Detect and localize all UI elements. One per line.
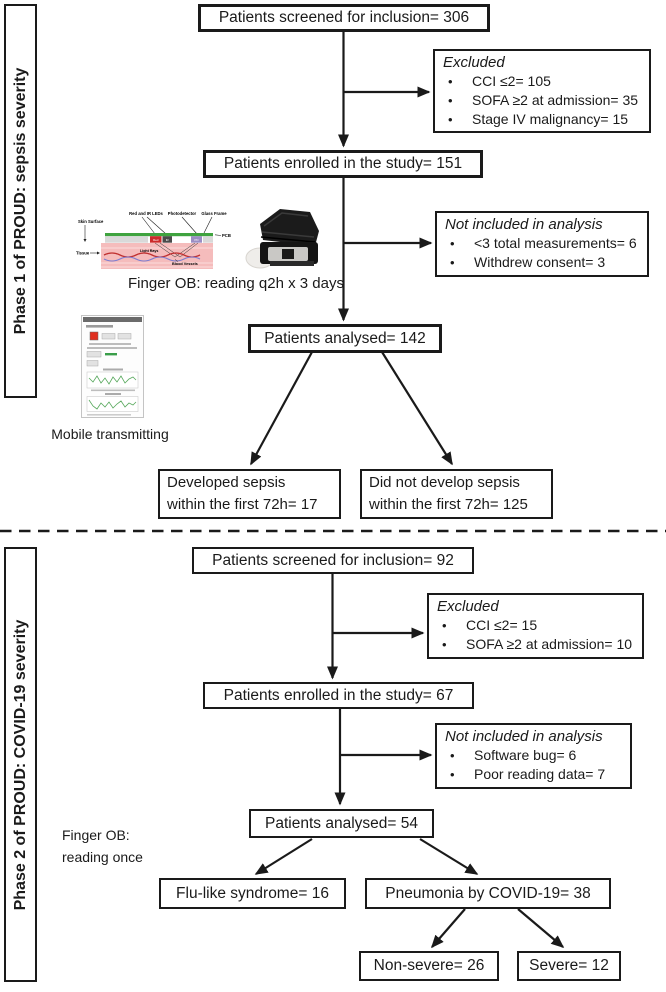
p2-severe-box: Severe= 12 (517, 951, 621, 981)
red-led-chip (150, 236, 162, 243)
p2-finger-caption: Finger OB: reading once (62, 824, 143, 868)
p2-not-included-box: Not included in analysis Software bug= 6… (435, 723, 632, 789)
app-status-green (105, 353, 117, 356)
p2-screened-box: Patients screened for inclusion= 92 (192, 547, 474, 574)
label-tissue: Tissue (76, 251, 90, 256)
p1-not-included-list: <3 total measurements= 6 Withdrew consen… (445, 234, 641, 272)
p1-excluded-item: CCI ≤2= 105 (443, 72, 643, 91)
p2-not-included-item: Poor reading data= 7 (445, 765, 624, 784)
p1-outcome-no-sepsis-box: Did not develop sepsis within the first … (360, 469, 553, 519)
p2-excluded-item: SOFA ≥2 at admission= 10 (437, 635, 636, 654)
device-sensor-window (282, 249, 294, 259)
mobile-app-screenshot (81, 315, 144, 418)
p2-excluded-box: Excluded CCI ≤2= 15 SOFA ≥2 at admission… (427, 593, 644, 659)
p2-excluded-item: CCI ≤2= 15 (437, 616, 636, 635)
p1-mobile-caption: Mobile transmitting (51, 426, 169, 442)
p1-excluded-item: SOFA ≥2 at admission= 35 (443, 91, 643, 110)
finger-sensor-schematic: Red and IR LEDs Photodetector Glass Fram… (76, 211, 231, 269)
p1-outcome-sepsis-line1: Developed sepsis (167, 474, 286, 491)
phase1-side-label: Phase 1 of PROUD: sepsis severity (11, 67, 29, 335)
p1-outcome-sepsis-box: Developed sepsis within the first 72h= 1… (158, 469, 341, 519)
p2-excluded-list: CCI ≤2= 15 SOFA ≥2 at admission= 10 (437, 616, 636, 654)
device-foot (270, 261, 314, 266)
p1-excluded-item: Stage IV malignancy= 15 (443, 110, 643, 129)
photodetector-chip (191, 236, 202, 243)
arrow-p2-to-pneumonia (419, 838, 479, 875)
p2-not-included-list: Software bug= 6 Poor reading data= 7 (445, 746, 624, 784)
arrow-p1-to-no-sepsis (381, 351, 453, 466)
label-skin-surface: Skin Surface (78, 219, 104, 224)
ir-led-chip (162, 236, 172, 243)
p2-enrolled-box: Patients enrolled in the study= 67 (203, 682, 474, 709)
finger-oximeter-device-photo (245, 209, 319, 269)
arrow-p2-to-flu (254, 838, 313, 875)
p2-pneumonia-box: Pneumonia by COVID-19= 38 (365, 878, 611, 909)
blood-vessel-red (103, 252, 201, 258)
p1-outcome-sepsis-line2: within the first 72h= 17 (167, 496, 318, 513)
p1-not-included-box: Not included in analysis <3 total measur… (435, 211, 649, 277)
arrow-p2-to-severe (517, 908, 565, 948)
ir-chip-label: IR (166, 238, 170, 242)
p2-analysed-box: Patients analysed= 54 (249, 809, 434, 838)
glass-frame-right (203, 236, 213, 243)
p1-excluded-box: Excluded CCI ≤2= 105 SOFA ≥2 at admissio… (433, 49, 651, 133)
p1-not-included-item: <3 total measurements= 6 (445, 234, 641, 253)
pcb-bar (105, 233, 213, 237)
label-glass-frame: Glass Frame (201, 211, 227, 216)
p2-non-severe-box: Non-severe= 26 (359, 951, 499, 981)
phase2-side-label-box: Phase 2 of PROUD: COVID-19 severity (4, 547, 37, 982)
p2-not-included-item: Software bug= 6 (445, 746, 624, 765)
p2-finger-caption-line2: reading once (62, 849, 143, 865)
label-blood-vessels: Blood Vessels (172, 262, 198, 266)
p2-flu-box: Flu-like syndrome= 16 (159, 878, 346, 909)
app-chart2-trace (88, 399, 137, 410)
p1-screened-box: Patients screened for inclusion= 306 (198, 4, 490, 32)
p1-outcome-no-sepsis-line2: within the first 72h= 125 (369, 496, 528, 513)
phase2-side-label: Phase 2 of PROUD: COVID-19 severity (11, 619, 29, 910)
glass-frame-left (105, 236, 148, 243)
red-chip-label: Red (153, 238, 159, 242)
p1-analysed-box: Patients analysed= 142 (248, 324, 442, 353)
label-leds: Red and IR LEDs (129, 211, 163, 216)
p1-outcome-no-sepsis-line1: Did not develop sepsis (369, 474, 520, 491)
label-pcb: PCB (222, 233, 231, 238)
p1-not-included-item: Withdrew consent= 3 (445, 253, 641, 272)
p2-not-included-title: Not included in analysis (445, 728, 603, 745)
p1-excluded-list: CCI ≤2= 105 SOFA ≥2 at admission= 35 Sta… (443, 72, 643, 129)
app-record-button (89, 331, 99, 341)
pd-chip-label: PD (194, 238, 199, 242)
app-chart1-trace (88, 375, 137, 385)
p2-finger-caption-line1: Finger OB: (62, 827, 130, 843)
p1-enrolled-box: Patients enrolled in the study= 151 (203, 150, 483, 178)
p2-excluded-title: Excluded (437, 598, 499, 615)
p1-not-included-title: Not included in analysis (445, 216, 603, 233)
app-title-bar (83, 317, 142, 322)
arrow-p1-to-sepsis (250, 351, 313, 466)
arrow-p2-to-non-severe (431, 908, 466, 949)
label-photodetector: Photodetector (168, 211, 197, 216)
phase1-side-label-box: Phase 1 of PROUD: sepsis severity (4, 4, 37, 398)
p1-excluded-title: Excluded (443, 54, 505, 71)
p1-finger-caption: Finger OB: reading q2h x 3 days (128, 275, 344, 292)
label-light-rays: Light Rays (140, 249, 158, 253)
blood-vessel-blue (103, 256, 201, 262)
